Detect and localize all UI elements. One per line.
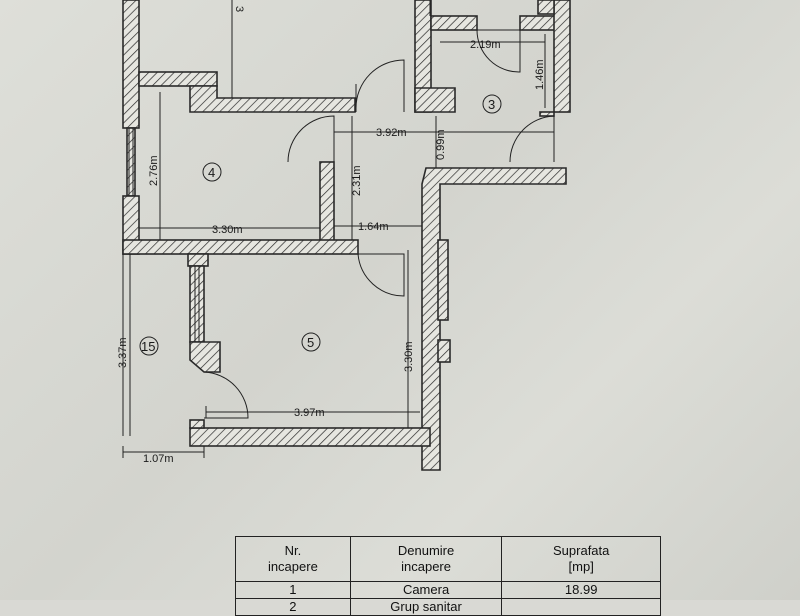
wall-right-notch-2 bbox=[437, 339, 451, 363]
room-3-number: 3 bbox=[488, 97, 495, 112]
room-15-marker bbox=[139, 336, 159, 356]
wall-bathroom-right bbox=[553, 0, 571, 113]
table-header-row: Nr. incapere Denumire incapere Suprafata… bbox=[235, 536, 661, 582]
wall-right-notch-1 bbox=[437, 239, 449, 321]
door-bathroom-lower bbox=[509, 115, 555, 163]
wall-room5-left-pillar bbox=[189, 341, 221, 373]
room-labels: 3 4 5 15 bbox=[139, 94, 502, 356]
cell-area bbox=[501, 598, 661, 616]
dim-2-76: 2.76m bbox=[148, 155, 160, 186]
room-5-number: 5 bbox=[307, 335, 314, 350]
dim-3-30-horizontal: 3.30m bbox=[212, 224, 243, 236]
cell-room-name: Camera bbox=[349, 581, 503, 599]
room-area-table: Nr. incapere Denumire incapere Suprafata… bbox=[235, 536, 661, 616]
cell-room-number: 2 bbox=[235, 598, 351, 616]
dim-1-07: 1.07m bbox=[143, 453, 174, 465]
dim-3-92: 3.92m bbox=[376, 127, 407, 139]
wall-left-top bbox=[122, 0, 140, 129]
wall-room5-bottom-left-end bbox=[189, 419, 205, 429]
table-row: 2 Grup sanitar bbox=[235, 598, 661, 616]
wall-bathroom-bottom-stub bbox=[414, 87, 456, 113]
wall-room5-top-left bbox=[187, 253, 209, 267]
room-4-number: 4 bbox=[208, 165, 215, 180]
cell-room-name: Grup sanitar bbox=[349, 598, 503, 616]
dim-2-19: 2.19m bbox=[470, 39, 501, 51]
door-room5 bbox=[357, 253, 405, 297]
dim-1-64: 1.64m bbox=[358, 221, 389, 233]
room-15-number: 15 bbox=[141, 339, 155, 354]
wall-top-right-stub bbox=[537, 0, 555, 15]
table-row: 1 Camera 18.99 bbox=[235, 581, 661, 599]
dim-3-97: 3.97m bbox=[294, 407, 325, 419]
wall-bathroom-top bbox=[430, 15, 478, 31]
header-room-name: Denumire incapere bbox=[349, 536, 503, 582]
wall-room4-right bbox=[319, 161, 335, 243]
wall-bathroom-top-right bbox=[519, 15, 557, 31]
room-5-marker bbox=[301, 332, 321, 352]
floor-plan: 2.19m 1.46m 3.92m 0.99m 2.76m 2.31m 3.30… bbox=[117, 0, 571, 471]
header-room-number: Nr. incapere bbox=[235, 536, 351, 582]
wall-corridor-bottom-right bbox=[421, 167, 567, 471]
cell-area: 18.99 bbox=[501, 581, 661, 599]
dim-0-99: 0.99m bbox=[435, 129, 447, 160]
wall-horizontal-upper bbox=[138, 71, 218, 87]
walls bbox=[122, 0, 571, 471]
windows bbox=[128, 0, 431, 342]
door-room4 bbox=[287, 115, 335, 163]
dimension-labels: 2.19m 1.46m 3.92m 0.99m 2.76m 2.31m 3.30… bbox=[117, 6, 546, 465]
wall-room5-left-window bbox=[189, 265, 205, 343]
dimension-lines bbox=[122, 0, 555, 458]
dim-3-30-vertical: 3.30m bbox=[403, 341, 415, 372]
wall-horizontal-upper-step bbox=[189, 85, 356, 113]
wall-corridor-right-top bbox=[539, 111, 555, 117]
room-4-marker bbox=[202, 162, 222, 182]
wall-left-window-frame bbox=[126, 127, 136, 197]
door-corridor-top bbox=[355, 59, 405, 112]
doors bbox=[203, 29, 555, 419]
room-3-marker bbox=[482, 94, 502, 114]
door-bathroom bbox=[476, 29, 521, 73]
dim-2-31: 2.31m bbox=[351, 165, 363, 196]
dim-3-37: 3.37m bbox=[117, 337, 129, 368]
dim-top-partial: 3 bbox=[233, 6, 245, 12]
dim-1-46: 1.46m bbox=[534, 59, 546, 90]
wall-room5-bottom bbox=[189, 427, 431, 447]
door-room5-bottom bbox=[203, 371, 249, 419]
header-area: Suprafata [mp] bbox=[501, 536, 661, 582]
wall-room4-bottom bbox=[122, 239, 359, 255]
cell-room-number: 1 bbox=[235, 581, 351, 599]
